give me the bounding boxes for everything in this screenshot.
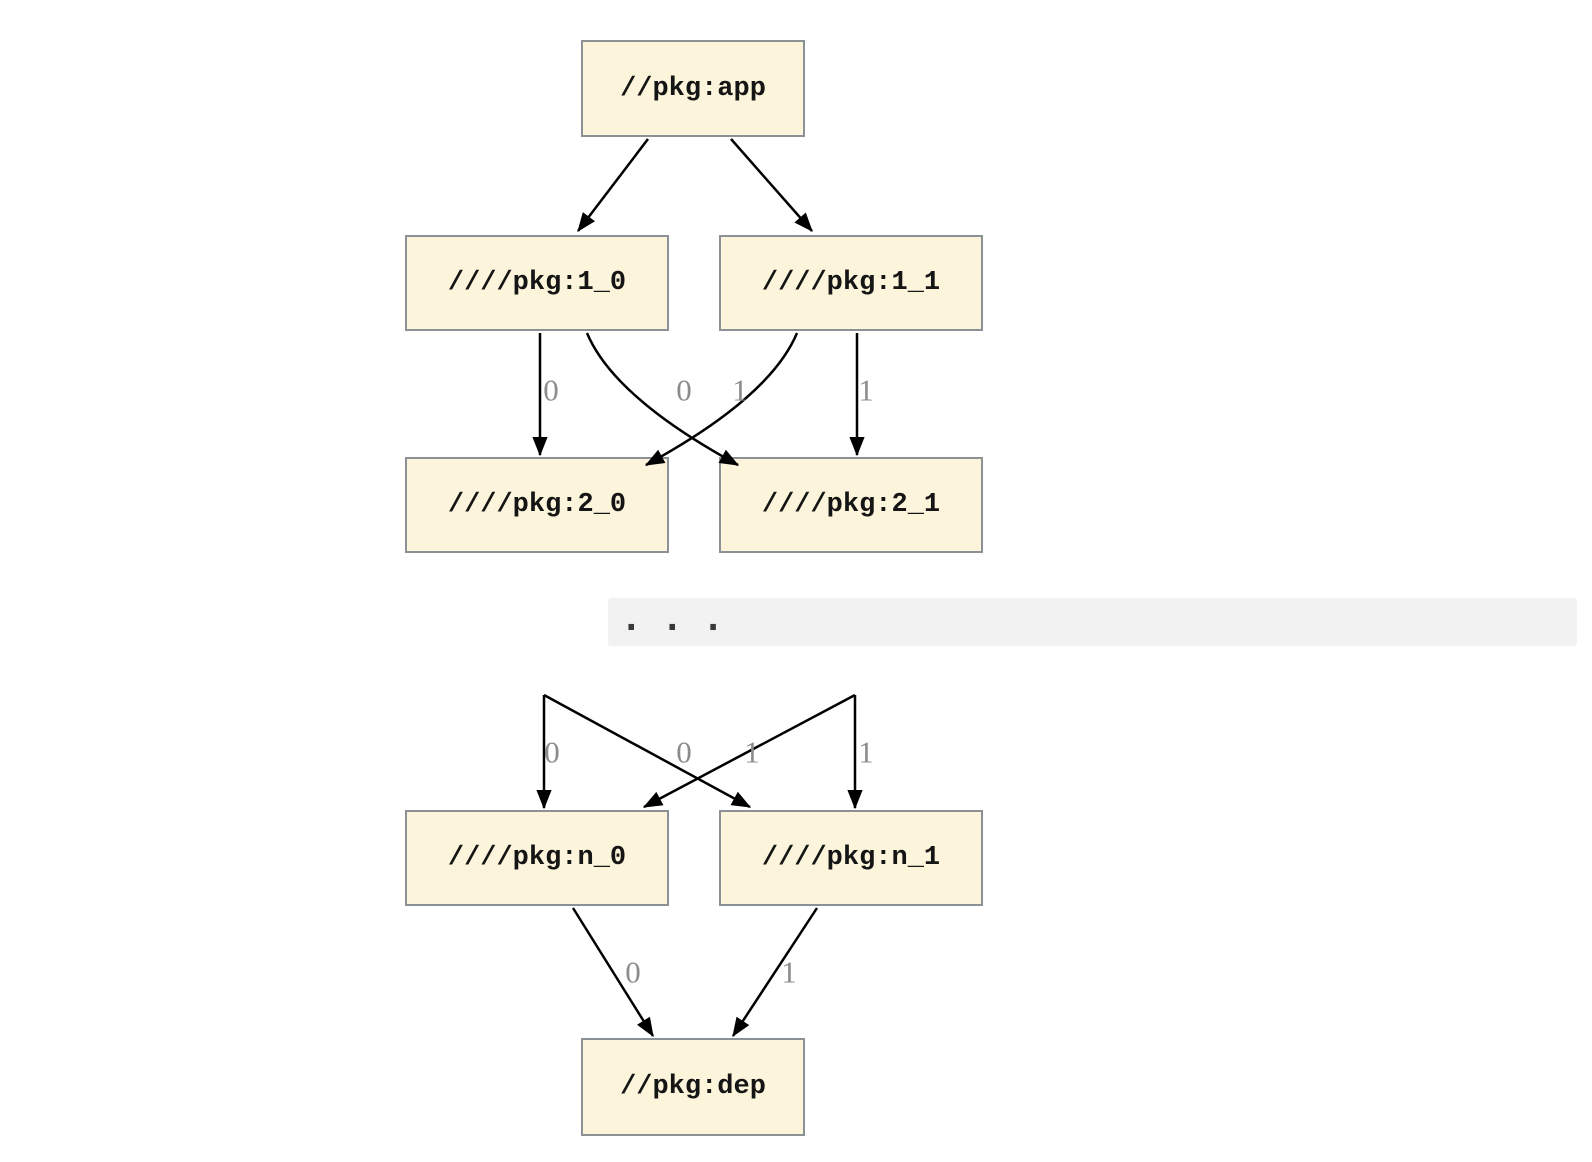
edge-n_1-to-dep xyxy=(731,907,819,1038)
edge-1_0-to-2_1 xyxy=(585,332,740,467)
edge-app-to-1_0 xyxy=(577,138,649,232)
edge-label-omitted-right-to-n_1: 1 xyxy=(858,734,874,770)
node-pkg-2_0-label: ////pkg:2_0 xyxy=(447,490,627,520)
edge-1_1-to-2_0 xyxy=(644,332,799,467)
edge-n_0-to-dep xyxy=(571,907,655,1038)
edge-label-1_0-to-2_0: 0 xyxy=(543,372,559,408)
edge-label-n_0-to-dep: 0 xyxy=(625,954,641,990)
edge-label-1_1-to-2_0: 0 xyxy=(676,372,692,408)
node-pkg-1_0-label: ////pkg:1_0 xyxy=(447,268,627,298)
node-pkg-dep: //pkg:dep xyxy=(581,1038,805,1136)
node-pkg-n_0: ////pkg:n_0 xyxy=(405,810,669,906)
omitted-rows-bar: . . . xyxy=(608,598,1577,646)
node-pkg-n_1: ////pkg:n_1 xyxy=(719,810,983,906)
node-pkg-n_0-label: ////pkg:n_0 xyxy=(447,843,627,873)
node-pkg-app-label: //pkg:app xyxy=(620,73,766,104)
edge-omitted-left-to-n_1 xyxy=(543,693,752,809)
edge-label-1_0-to-2_1: 1 xyxy=(732,372,748,408)
ellipsis-dots: . . . xyxy=(621,599,724,639)
node-pkg-1_0: ////pkg:1_0 xyxy=(405,235,669,331)
node-pkg-n_1-label: ////pkg:n_1 xyxy=(761,843,941,873)
node-pkg-2_1: ////pkg:2_1 xyxy=(719,457,983,553)
node-pkg-app: //pkg:app xyxy=(581,40,805,137)
edge-label-n_1-to-dep: 1 xyxy=(781,954,797,990)
node-pkg-dep-label: //pkg:dep xyxy=(620,1072,766,1102)
node-pkg-1_1-label: ////pkg:1_1 xyxy=(761,268,941,298)
node-pkg-2_0: ////pkg:2_0 xyxy=(405,457,669,553)
node-pkg-1_1: ////pkg:1_1 xyxy=(719,235,983,331)
node-pkg-2_1-label: ////pkg:2_1 xyxy=(761,490,941,520)
edge-label-omitted-right-to-n_0: 0 xyxy=(676,734,692,770)
edge-app-to-1_1 xyxy=(730,138,813,232)
edge-label-omitted-left-to-n_0: 0 xyxy=(544,734,560,770)
edge-label-1_1-to-2_1: 1 xyxy=(858,372,874,408)
edge-label-omitted-left-to-n_1: 1 xyxy=(744,734,760,770)
